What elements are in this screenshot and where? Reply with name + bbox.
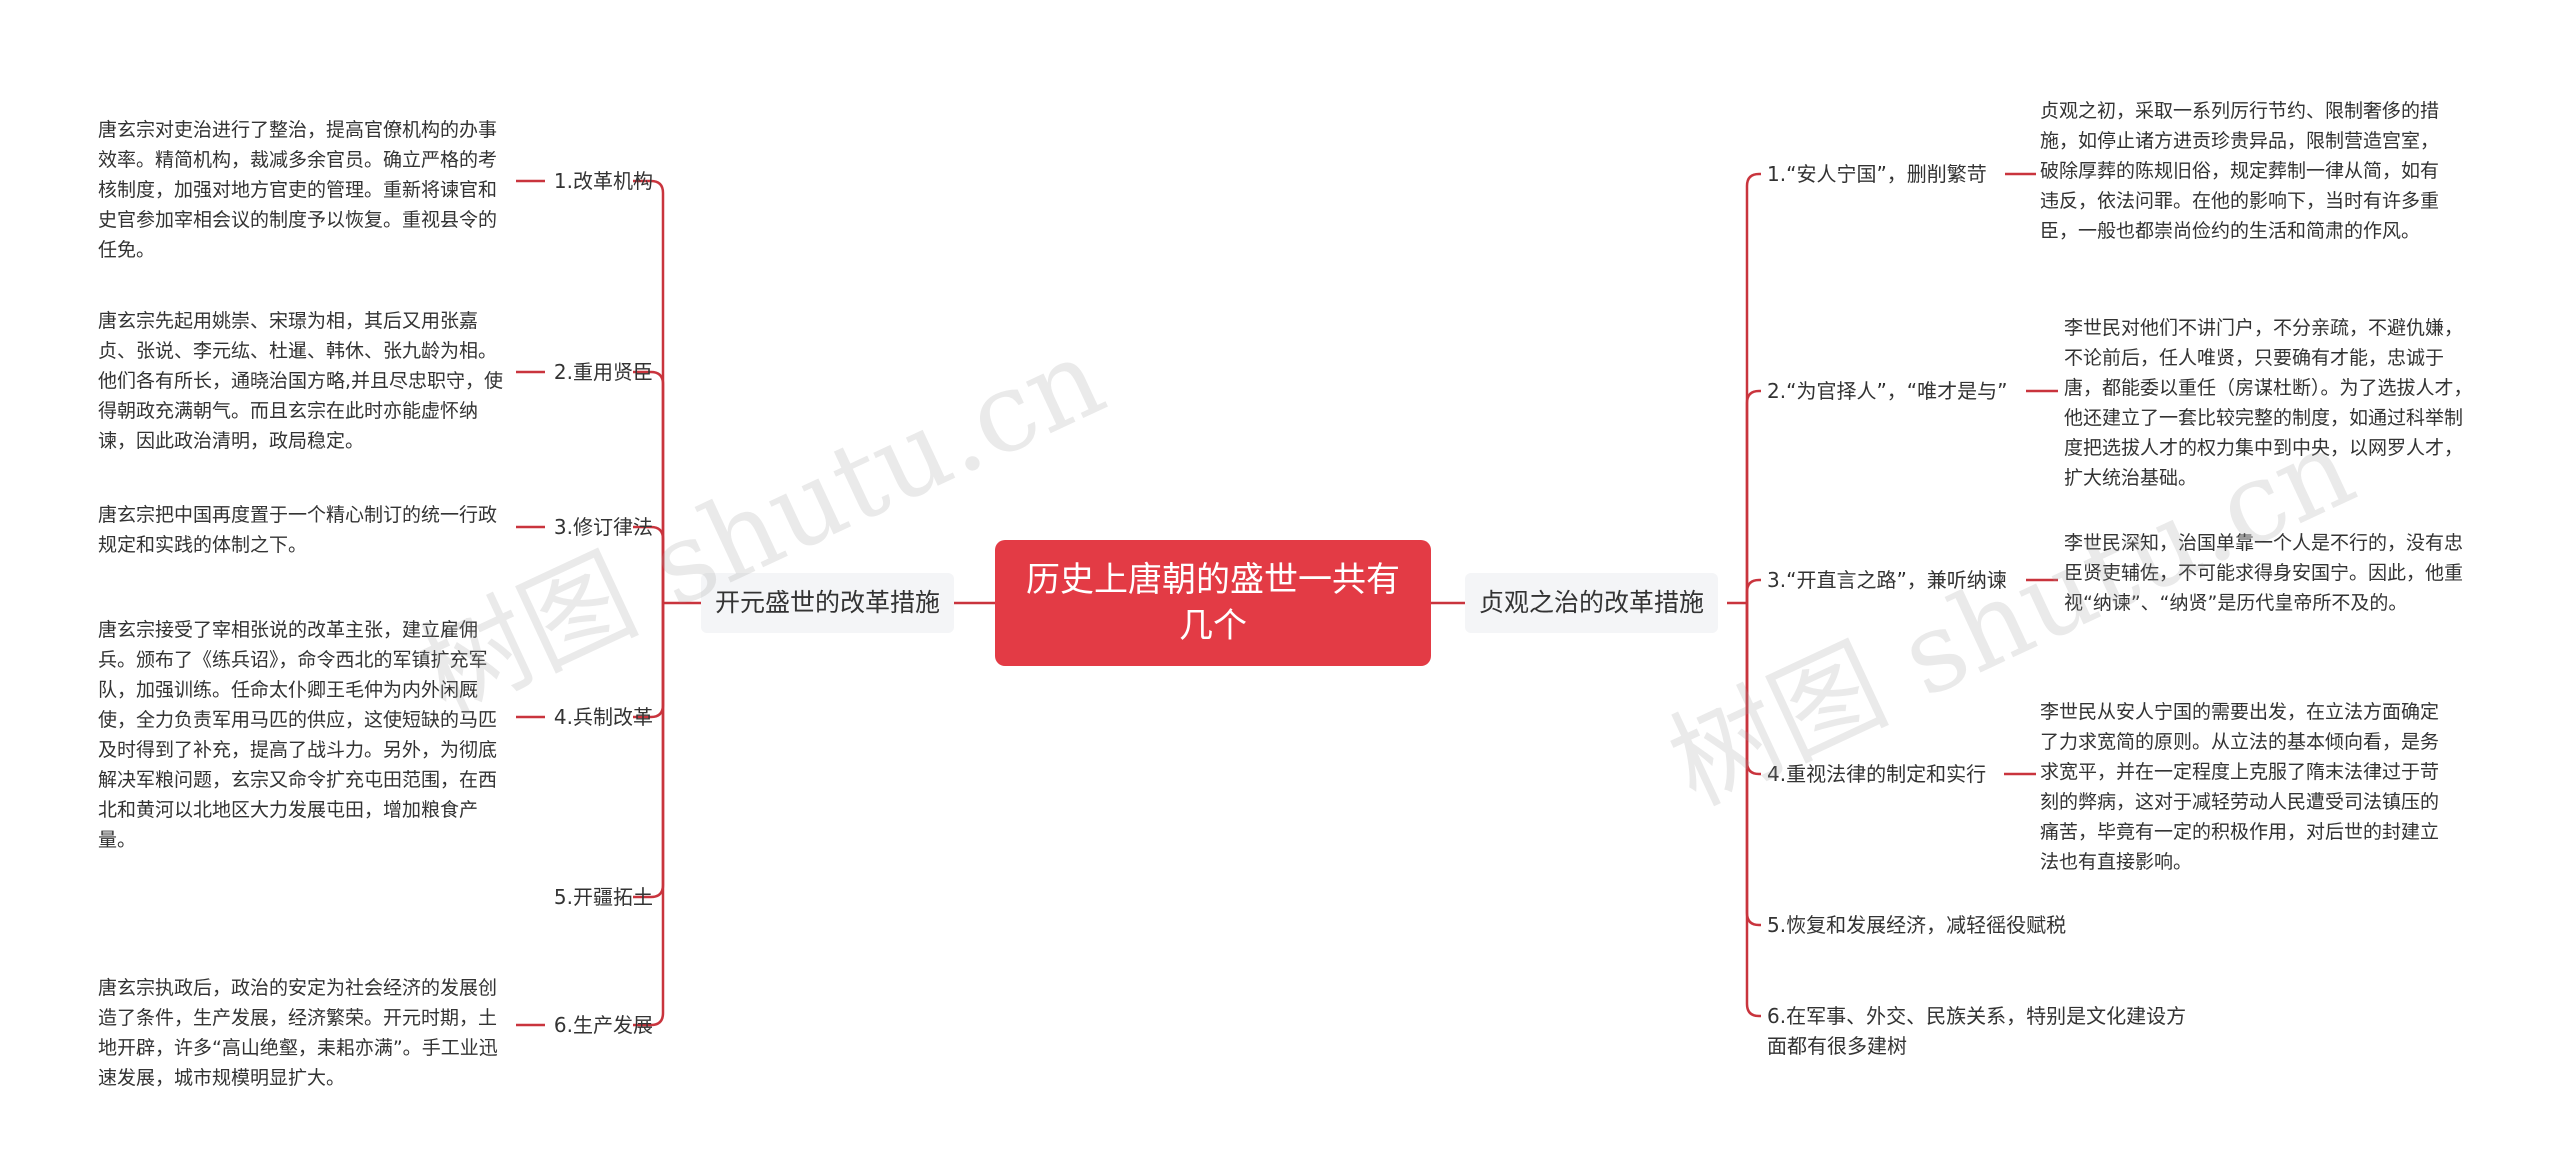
right-item-4-label: 4.重视法律的制定和实行 [1767,762,1987,786]
connector-left-2 [633,370,665,603]
connector-left-3 [633,525,665,603]
connector-left-4 [633,603,665,719]
connector-left-5 [633,603,665,899]
right-item-3[interactable]: 3.“开直言之路”，兼听纳谏 [1767,565,2007,595]
left-item-4[interactable]: 4.兵制改革 [554,702,653,732]
left-item-6[interactable]: 6.生产发展 [554,1010,653,1040]
left-desc-3: 唐玄宗把中国再度置于一个精心制订的统一行政规定和实践的体制之下。 [98,504,498,556]
left-item-3-label: 3.修订律法 [553,515,653,539]
connector-right-6 [1745,603,1761,1018]
connector-left-6 [633,603,665,1027]
connector-right-5 [1745,603,1761,927]
branch-zhenguan-label: 贞观之治的改革措施 [1479,588,1705,617]
root-title: 历史上唐朝的盛世一共有几个 [1026,560,1400,646]
left-item-1[interactable]: 1.改革机构 [554,166,653,196]
branch-kaiyuan[interactable]: 开元盛世的改革措施 [701,573,955,633]
left-item-5[interactable]: 5.开疆拓土 [554,882,653,912]
right-item-1-label: 1.“安人宁国”，删削繁苛 [1767,162,1987,186]
left-desc-1: 唐玄宗对吏治进行了整治，提高官僚机构的办事效率。精简机构，裁减多余官员。确立严格… [98,119,498,261]
connector-right-3 [1745,578,1761,603]
branch-kaiyuan-label: 开元盛世的改革措施 [715,588,941,617]
left-item-1-label: 1.改革机构 [553,169,653,193]
connector-right-2 [1745,389,1761,603]
connector-right-1 [1745,172,1761,603]
right-item-6[interactable]: 6.在军事、外交、民族关系，特别是文化建设方面都有很多建树 [1767,1001,2187,1061]
connector-left-1 [633,179,665,603]
left-desc-6: 唐玄宗执政后，政治的安定为社会经济的发展创造了条件，生产发展，经济繁荣。开元时期… [98,977,498,1089]
right-item-5[interactable]: 5.恢复和发展经济，减轻徭役赋税 [1767,910,2066,940]
left-item-6-label: 6.生产发展 [553,1013,653,1037]
left-item-2[interactable]: 2.重用贤臣 [554,357,653,387]
left-item-3[interactable]: 3.修订律法 [554,512,653,542]
right-item-4[interactable]: 4.重视法律的制定和实行 [1767,759,1986,789]
right-desc-3: 李世民深知，治国单靠一个人是不行的，没有忠臣贤吏辅佐，不可能求得身安国宁。因此，… [2064,532,2464,614]
left-desc-2: 唐玄宗先起用姚崇、宋璟为相，其后又用张嘉贞、张说、李元纮、杜暹、韩休、张九龄为相… [98,310,504,452]
branch-zhenguan[interactable]: 贞观之治的改革措施 [1465,573,1719,633]
right-item-1[interactable]: 1.“安人宁国”，删削繁苛 [1767,159,1987,189]
right-desc-4: 李世民从安人宁国的需要出发，在立法方面确定了力求宽简的原则。从立法的基本倾向看，… [2040,701,2440,873]
root-node[interactable]: 历史上唐朝的盛世一共有几个 [995,540,1431,666]
right-desc-2: 李世民对他们不讲门户，不分亲疏，不避仇嫌，不论前后，任人唯贤，只要确有才能，忠诚… [2064,317,2473,489]
right-desc-1: 贞观之初，采取一系列厉行节约、限制奢侈的措施，如停止诸方进贡珍贵异品，限制营造宫… [2040,100,2440,242]
right-item-3-label: 3.“开直言之路”，兼听纳谏 [1767,568,2007,592]
left-desc-4: 唐玄宗接受了宰相张说的改革主张，建立雇佣兵。颁布了《练兵诏》，命令西北的军镇扩充… [98,619,498,851]
left-item-4-label: 4.兵制改革 [553,705,653,729]
right-item-6-label: 6.在军事、外交、民族关系，特别是文化建设方面都有很多建树 [1767,1004,2187,1058]
right-item-2-label: 2.“为官择人”，“唯才是与” [1767,379,2008,403]
right-item-5-label: 5.恢复和发展经济，减轻徭役赋税 [1767,913,2067,937]
left-item-5-label: 5.开疆拓土 [553,885,653,909]
right-item-2[interactable]: 2.“为官择人”，“唯才是与” [1767,376,2008,406]
left-item-2-label: 2.重用贤臣 [553,360,653,384]
connector-right-4 [1745,603,1761,776]
